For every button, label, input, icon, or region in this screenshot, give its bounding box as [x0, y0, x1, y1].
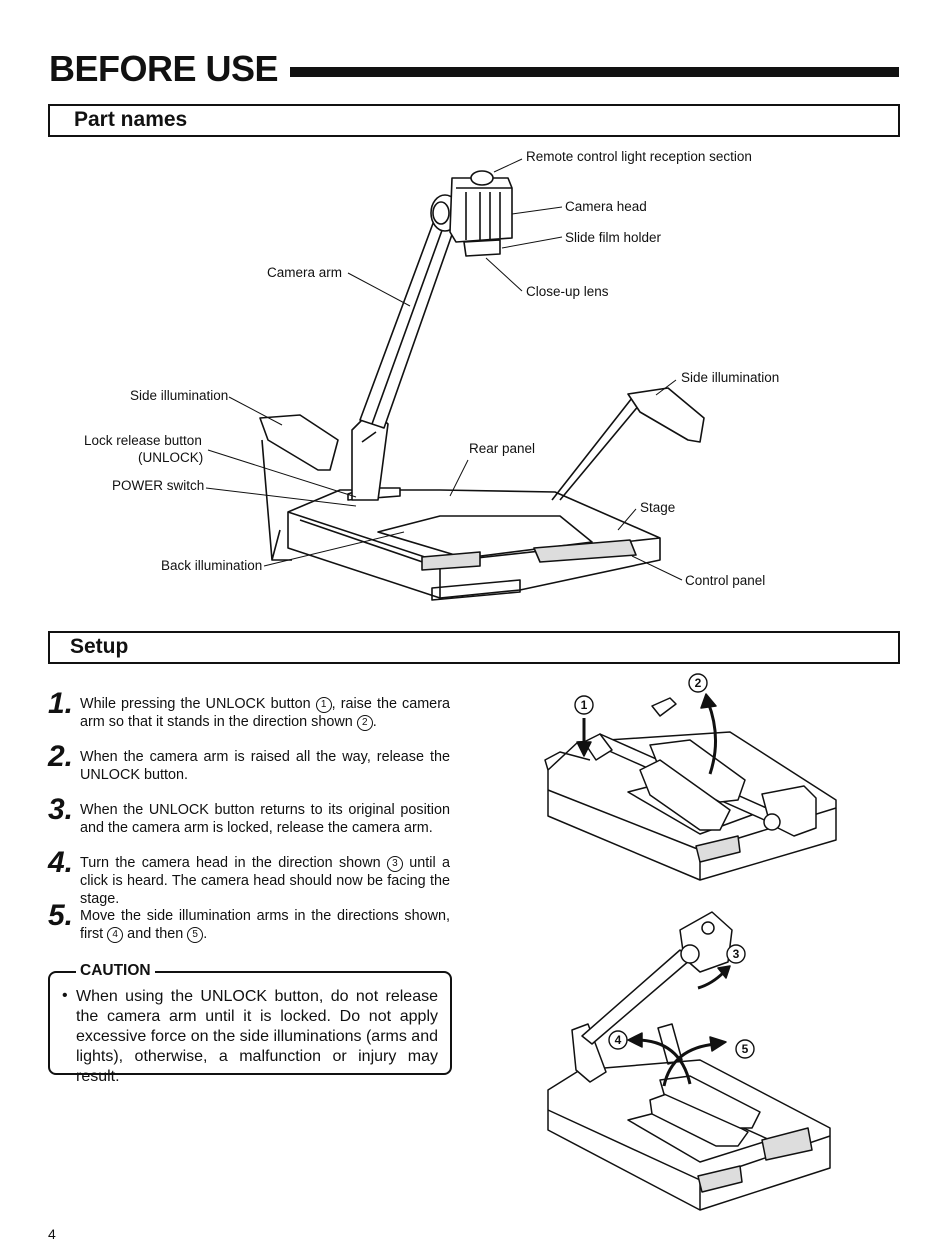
step-text-run: When the UNLOCK button returns to its or… — [80, 802, 450, 836]
step-number: 5. — [48, 899, 74, 932]
label-power-switch: POWER switch — [112, 478, 205, 493]
caution-box: CAUTION • When using the UNLOCK button, … — [48, 962, 452, 1085]
callout-4: 4 — [615, 1033, 622, 1047]
section-setup: Setup — [48, 631, 900, 664]
step-text-run: Turn the camera head in the direction sh… — [80, 855, 387, 871]
visual-presenter-diagram — [205, 158, 705, 601]
title-rule — [290, 67, 899, 77]
step-text: While pressing the UNLOCK button 1, rais… — [80, 695, 450, 731]
page-number: 4 — [48, 1226, 56, 1242]
step-text: Move the side illumination arms in the d… — [80, 907, 450, 943]
setup-illustration-open — [547, 911, 831, 1211]
step-text-run: Move the side illumination arms in the d… — [80, 908, 450, 942]
label-remote-reception: Remote control light reception section — [526, 149, 752, 164]
caution-title: CAUTION — [76, 962, 155, 980]
step-number: 4. — [48, 846, 74, 879]
step-number: 1. — [48, 687, 74, 720]
setup-step: 2. When the camera arm is raised all the… — [48, 740, 450, 784]
section-heading: Part names — [74, 108, 188, 131]
setup-step: 3. When the UNLOCK button returns to its… — [48, 793, 450, 837]
label-camera-head: Camera head — [565, 199, 647, 214]
circled-number: 2 — [356, 715, 373, 731]
step-text-run: and then — [123, 926, 188, 942]
label-unlock: (UNLOCK) — [138, 450, 204, 465]
label-camera-arm: Camera arm — [267, 265, 343, 280]
label-side-illumination-right: Side illumination — [681, 370, 780, 385]
setup-step: 4. Turn the camera head in the direction… — [48, 846, 450, 908]
label-rear-panel: Rear panel — [469, 441, 536, 456]
step-text: When the UNLOCK button returns to its or… — [80, 801, 450, 837]
callout-2: 2 — [695, 676, 702, 690]
section-part-names: Part names — [48, 104, 900, 137]
step-number: 3. — [48, 793, 74, 826]
callout-1: 1 — [581, 698, 588, 712]
setup-step: 1. While pressing the UNLOCK button 1, r… — [48, 687, 450, 731]
step-text-run: . — [203, 926, 208, 942]
setup-illustration-folded — [544, 693, 837, 881]
caution-text: When using the UNLOCK button, do not rel… — [76, 988, 438, 1085]
label-control-panel: Control panel — [685, 573, 766, 588]
circled-number: 5 — [187, 927, 204, 943]
setup-step: 5. Move the side illumination arms in th… — [48, 899, 450, 943]
step-number: 2. — [48, 740, 74, 773]
callout-3: 3 — [733, 947, 740, 961]
step-text-run: . — [372, 714, 377, 730]
step-text-run: , raise the camera arm so that it stands… — [80, 696, 450, 730]
label-back-illumination: Back illumination — [161, 558, 263, 573]
step-text: Turn the camera head in the direction sh… — [80, 854, 450, 908]
label-side-illumination-left: Side illumination — [130, 388, 229, 403]
callout-5: 5 — [742, 1042, 749, 1056]
step-text-run: When the camera arm is raised all the wa… — [80, 749, 450, 783]
step-text: When the camera arm is raised all the wa… — [80, 748, 450, 784]
page-title: BEFORE USE — [49, 48, 279, 89]
step-text-run: until a click is heard. The camera head … — [80, 855, 450, 907]
label-stage: Stage — [640, 500, 676, 515]
label-lock-release-button: Lock release button — [84, 433, 202, 448]
circled-number: 4 — [107, 927, 124, 943]
label-closeup-lens: Close-up lens — [526, 284, 609, 299]
label-slide-film-holder: Slide film holder — [565, 230, 662, 245]
caution-bullet: • — [62, 987, 68, 1004]
section-heading: Setup — [70, 635, 129, 658]
step-text-run: While pressing the UNLOCK button — [80, 696, 316, 712]
